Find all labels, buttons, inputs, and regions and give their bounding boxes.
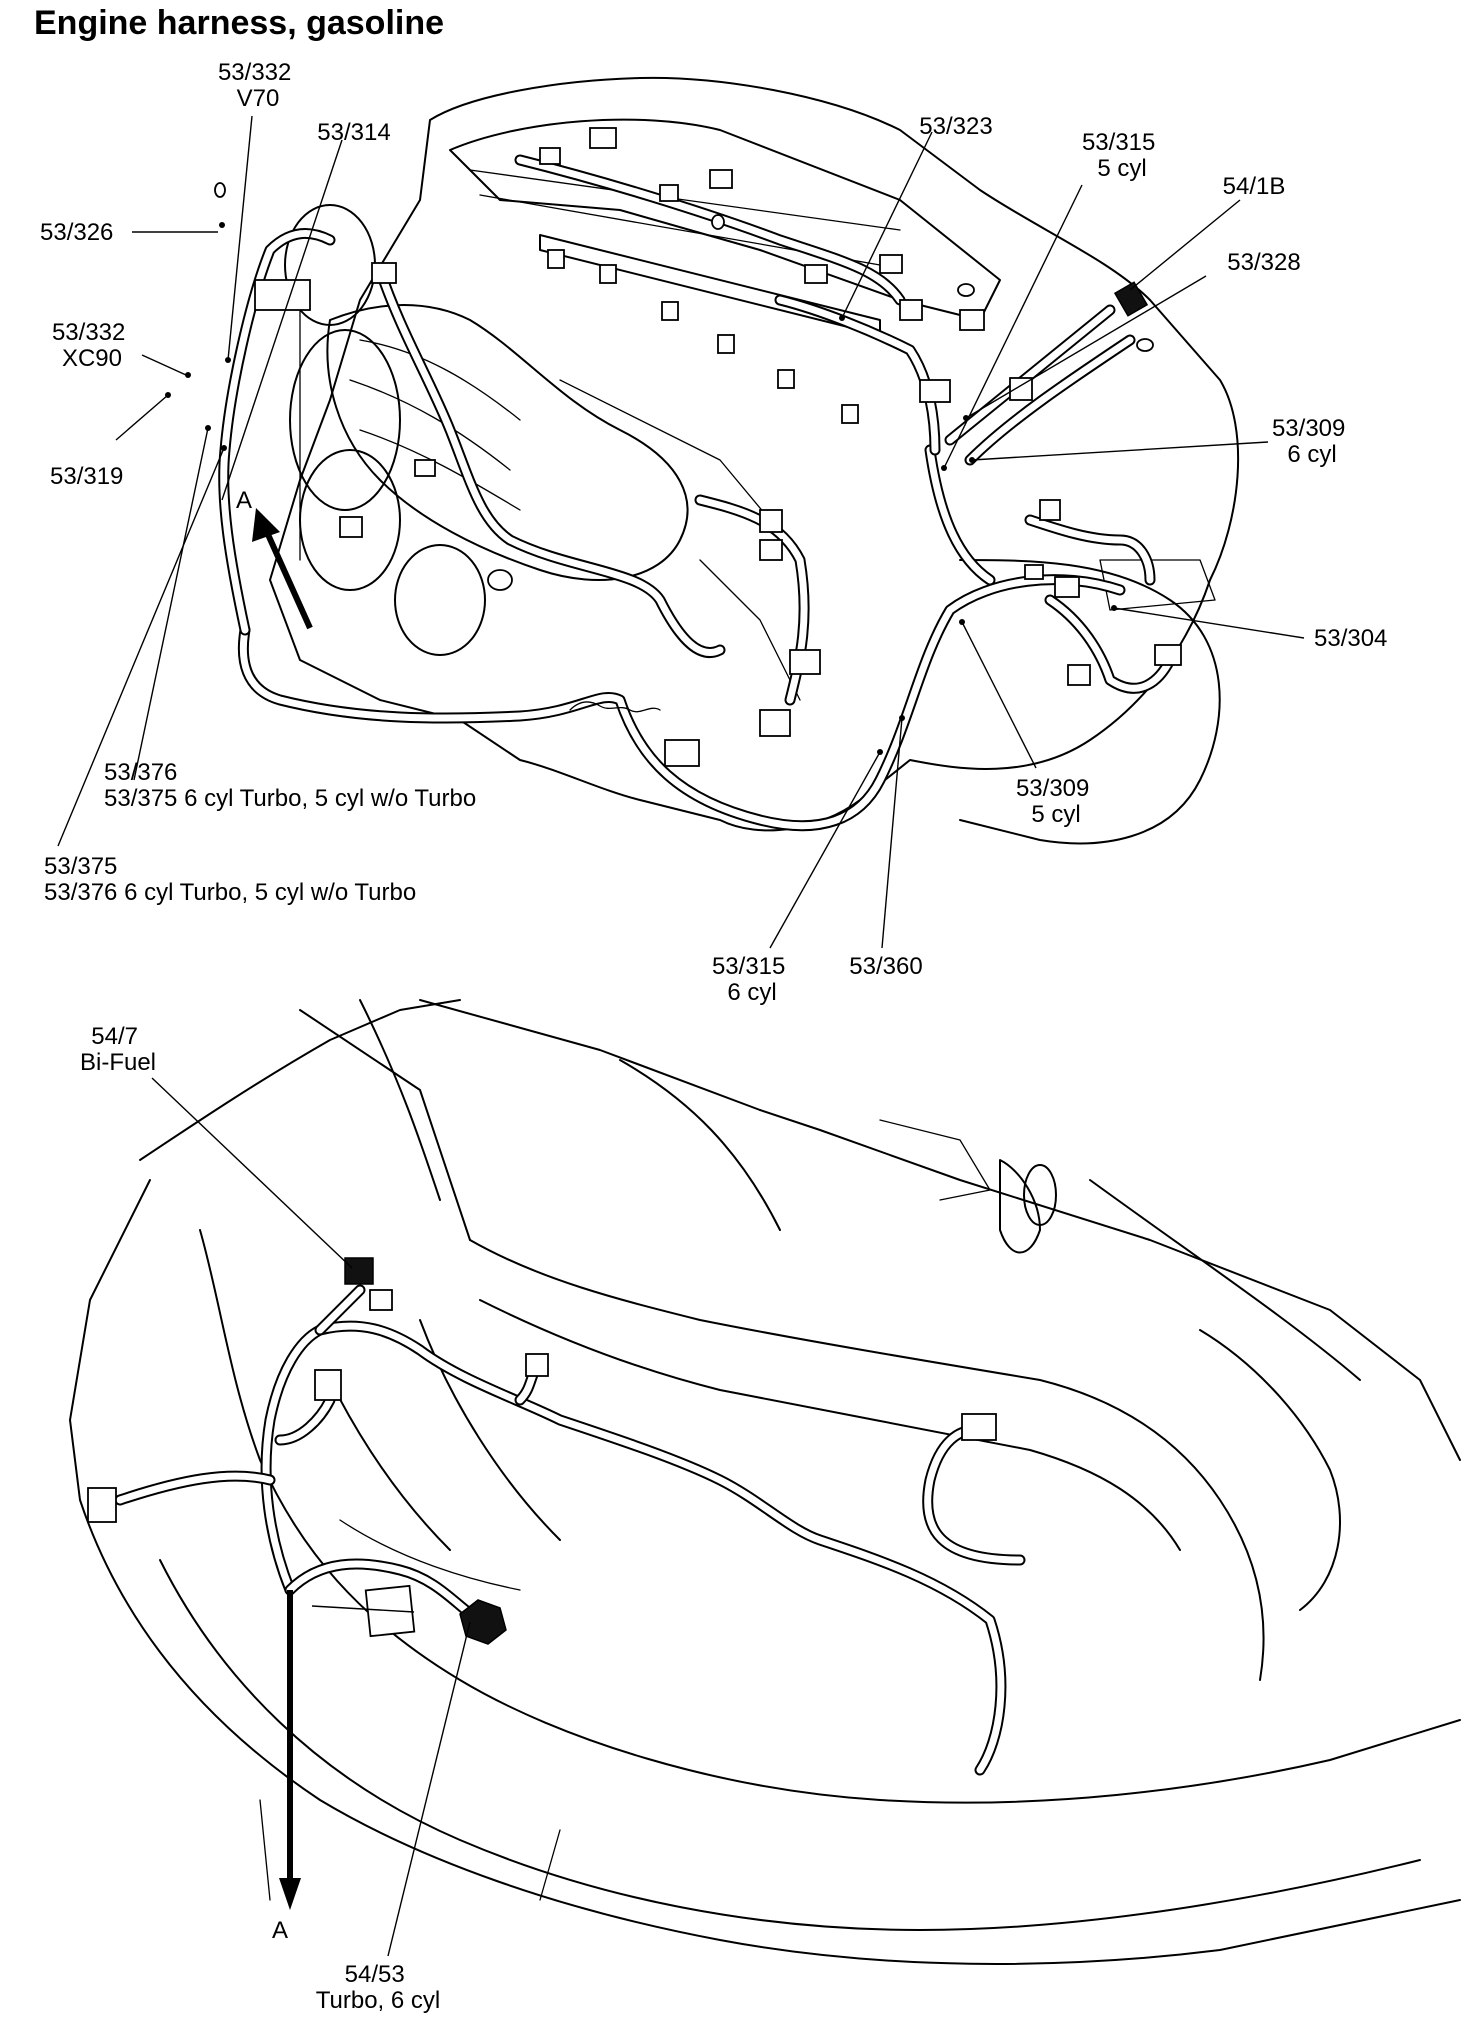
engine-illustration: A (40, 59, 1387, 1006)
callout-labels-lower: 54/7 Bi-Fuel 54/53 Turbo, 6 cyl (80, 1023, 440, 2014)
label-53-326: 53/326 (40, 219, 113, 246)
label-53-315-5cyl: 53/315 5 cyl (1082, 129, 1162, 182)
arrow-a-upper: A (236, 487, 313, 630)
engine-harness-cable (218, 154, 1176, 832)
arrow-label-a-upper: A (236, 487, 252, 514)
label-53-375-lower: 53/375 53/376 6 cyl Turbo, 5 cyl w/o Tur… (44, 853, 416, 906)
connector-54-7-block (344, 1257, 374, 1285)
connector-54-53-block (459, 1599, 507, 1645)
label-53-304: 53/304 (1314, 625, 1387, 652)
label-53-314: 53/314 (317, 119, 390, 146)
engine-bay-illustration: A 54/7 Bi-Fuel 54/53 Turbo, 6 cyl (69, 999, 1461, 2014)
arrow-a-lower: A (272, 1590, 301, 1944)
engine-connectors (214, 127, 1182, 767)
label-54-1b: 54/1B (1223, 173, 1286, 200)
label-53-309-5cyl: 53/309 5 cyl (1016, 775, 1096, 828)
bay-harness-cable (114, 1284, 1026, 1776)
callout-labels-upper: 53/332 V70 53/314 53/326 53/332 XC90 53/… (40, 59, 1387, 1006)
arrow-label-a-lower: A (272, 1917, 288, 1944)
label-53-376-upper: 53/376 53/375 6 cyl Turbo, 5 cyl w/o Tur… (104, 759, 476, 812)
label-53-360: 53/360 (849, 953, 922, 980)
label-53-328: 53/328 (1227, 249, 1300, 276)
connector-54-1b-block (1113, 281, 1149, 317)
leader-lines-lower (151, 1077, 471, 1957)
leader-lines-upper (57, 115, 1305, 949)
label-53-319: 53/319 (50, 463, 123, 490)
label-54-7: 54/7 Bi-Fuel (80, 1023, 156, 1076)
bay-connectors (87, 1257, 997, 1645)
page-title: Engine harness, gasoline (34, 4, 444, 42)
label-53-332-xc90: 53/332 XC90 (52, 319, 132, 372)
label-53-332-v70: 53/332 V70 (218, 59, 298, 112)
label-53-323: 53/323 (919, 113, 992, 140)
injector-group (547, 249, 859, 424)
label-53-315-6cyl: 53/315 6 cyl (712, 953, 792, 1006)
label-53-309-6cyl: 53/309 6 cyl (1272, 415, 1352, 468)
label-54-53: 54/53 Turbo, 6 cyl (316, 1961, 441, 2014)
